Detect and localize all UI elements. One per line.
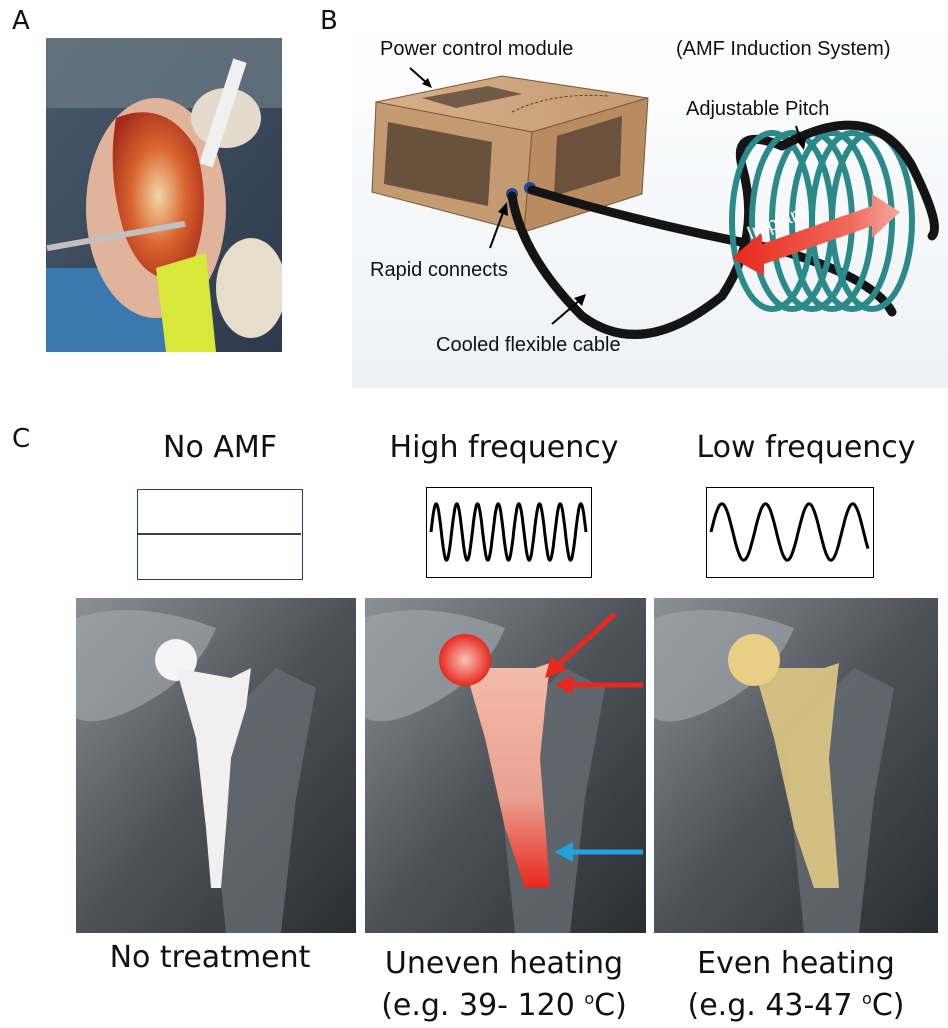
panel-b-letter: B [320, 6, 338, 36]
heading-no-amf: No AMF [80, 430, 360, 465]
degree-symbol: o [584, 989, 594, 1008]
heading-high-frequency: High frequency [364, 430, 644, 465]
caption-even-range: (e.g. 43-47 oC) [656, 988, 936, 1023]
adjustable-pitch-label: Adjustable Pitch [686, 98, 829, 121]
uneven-range-unit: C) [594, 988, 627, 1023]
even-range-text: (e.g. 43-47 [688, 988, 863, 1023]
xray-even-heating [654, 598, 938, 933]
rapid-connects-label: Rapid connects [370, 259, 508, 282]
panel-a-letter: A [12, 6, 30, 36]
sine-wave [431, 504, 586, 560]
xray-no-treatment [76, 598, 356, 933]
waveform-high-frequency [426, 487, 592, 578]
degree-symbol: o [862, 989, 872, 1008]
even-range-unit: C) [872, 988, 905, 1023]
surgery-photo [46, 38, 282, 352]
panel-c-letter: C [12, 424, 30, 454]
caption-uneven-range: (e.g. 39- 120 oC) [364, 988, 644, 1023]
xray-uneven-heating [365, 598, 646, 933]
caption-no-treatment: No treatment [80, 940, 340, 975]
cable-label: Cooled flexible cable [436, 334, 621, 357]
uneven-range-text: (e.g. 39- 120 [381, 988, 584, 1023]
caption-uneven-heating: Uneven heating [364, 946, 644, 981]
waveform-low-frequency [706, 487, 874, 578]
sine-wave [711, 504, 868, 560]
caption-even-heating: Even heating [656, 946, 936, 981]
heading-low-frequency: Low frequency [656, 430, 948, 465]
power-module-label: Power control module [380, 38, 573, 61]
waveform-no-amf [137, 489, 303, 580]
system-title: (AMF Induction System) [676, 38, 891, 61]
